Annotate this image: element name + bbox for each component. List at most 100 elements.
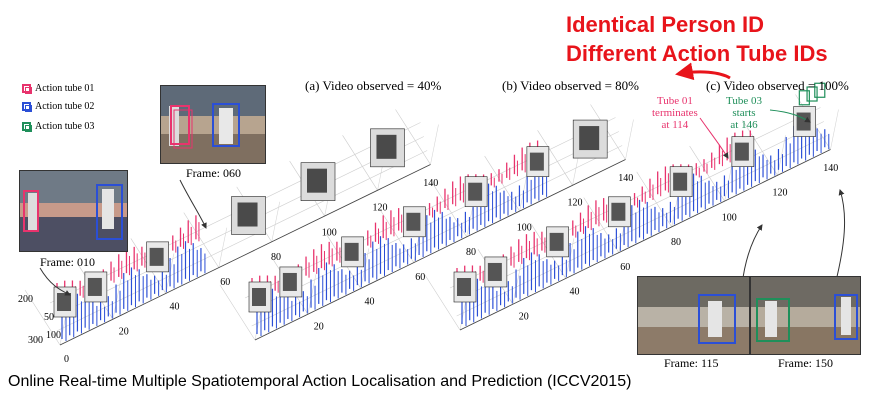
frame-010-arrow	[39, 267, 71, 296]
thumbnail-content	[87, 277, 102, 296]
panel-b-title: (b) Video observed = 80%	[502, 78, 640, 93]
grid-line	[449, 107, 821, 289]
frame-thumbnail	[793, 106, 816, 137]
frame-axis	[59, 164, 431, 346]
frame-tick-label: 60	[415, 272, 425, 283]
grid-line	[590, 104, 626, 160]
frame-060-image	[160, 85, 266, 164]
legend-label: Action tube 03	[35, 121, 95, 132]
tube03-annotation-arrow	[769, 109, 811, 123]
thumbnail-content	[734, 142, 749, 161]
y-tick-label: 300	[28, 335, 43, 346]
grid-line	[342, 135, 378, 191]
headline-line2: Different Action Tube IDs	[566, 41, 828, 66]
frame-thumbnail	[146, 241, 169, 273]
grid-line	[244, 117, 616, 299]
grid-line	[395, 109, 431, 165]
tube03-box	[806, 86, 818, 102]
grid-line	[424, 274, 461, 331]
frame-tick-label: 60	[220, 277, 230, 288]
grid-line	[183, 212, 220, 268]
frame-tick-label: 100	[322, 227, 337, 238]
grid-line	[218, 227, 228, 268]
frame-tick-label: 80	[671, 237, 681, 248]
frame-060-arrow	[179, 179, 207, 229]
frame-tick-label: 120	[373, 203, 388, 214]
figure-caption: Online Real-time Multiple Spatiotemporal…	[8, 373, 632, 390]
frame-tick-label: 20	[119, 326, 129, 337]
thumbnail-content	[237, 202, 258, 227]
thumbnail-content	[673, 172, 688, 191]
panel-a-title: (a) Video observed = 40%	[305, 78, 442, 93]
tick-layer: 2040608010012014020406080100120140204060…	[18, 163, 838, 365]
frame-tick-label: 120	[568, 198, 583, 209]
tube02-swatch	[22, 102, 32, 112]
tube03-starts-note: Tube 03 starts at 146	[726, 95, 762, 131]
grid-line	[431, 181, 467, 238]
y-tick-label: 200	[18, 294, 33, 305]
thumbnail-content	[579, 126, 600, 151]
grid-line	[742, 120, 778, 176]
legend-item-tube01: Action tube 01	[22, 83, 94, 94]
future-frame-thumbnail	[231, 196, 266, 235]
fencing-scene	[751, 277, 860, 354]
frame-150-label: Frame: 150	[778, 356, 833, 370]
frame-150-image	[750, 276, 861, 355]
thumbnail-content	[549, 232, 564, 251]
frame-115-label: Frame: 115	[664, 356, 719, 370]
frame-thumbnail	[608, 196, 631, 228]
frame-thumbnail	[669, 166, 693, 198]
frame-thumbnail	[341, 236, 364, 268]
frame-tick-label: 60	[620, 262, 630, 273]
thumbnail-content	[252, 288, 266, 306]
grid-line	[512, 264, 522, 305]
frame-tick-label: 40	[365, 297, 375, 308]
frame-thumbnail	[526, 146, 550, 177]
tube01-terminates-note: Tube 01 terminates at 114	[652, 95, 698, 131]
frame-tick-label: 120	[773, 188, 788, 199]
frame-thumbnail	[279, 266, 303, 298]
legend-label: Action tube 02	[35, 101, 95, 112]
thumbnail-content	[344, 242, 359, 261]
frame-tick-label: 140	[823, 163, 838, 174]
grid-line	[248, 131, 619, 313]
grid-line	[24, 289, 61, 346]
tube01-annotation-arrow	[699, 117, 729, 159]
thumbnail-layer	[53, 106, 816, 318]
frame-tick-label: 80	[466, 247, 476, 258]
frame-010-label: Frame: 010	[40, 255, 95, 269]
future-frame-thumbnail	[370, 128, 405, 168]
thumbnail-content	[282, 272, 297, 291]
frame-thumbnail	[53, 286, 77, 318]
frame-tick-label: 40	[170, 302, 180, 313]
frame-tick-label: 140	[618, 173, 633, 184]
grid-line	[537, 130, 573, 186]
grid-line	[453, 121, 824, 303]
y-tick-label: 0	[64, 354, 69, 365]
fencing-scene	[20, 171, 127, 251]
tube03-box	[814, 82, 826, 98]
headline-line1: Identical Person ID	[566, 12, 765, 37]
future-frame-thumbnail	[572, 119, 608, 159]
tube03-box	[798, 90, 810, 106]
frame-150-arrow	[834, 189, 846, 286]
grid-line	[56, 150, 428, 332]
frame-060-label: Frame: 060	[186, 166, 241, 180]
frame-010-image	[19, 170, 128, 252]
grid-line	[307, 274, 317, 315]
thumbnail-content	[611, 202, 626, 221]
thumbnail-content	[487, 262, 502, 281]
future-frame-thumbnail	[300, 162, 336, 201]
thumbnail-content	[57, 293, 71, 311]
legend-label: Action tube 01	[35, 83, 95, 94]
grid-line	[219, 284, 256, 341]
frame-thumbnail	[453, 271, 477, 303]
grid-line	[456, 135, 828, 317]
frame-axis	[459, 149, 831, 331]
grid-line	[112, 279, 122, 320]
grid-line	[830, 109, 839, 150]
frame-tick-label: 100	[517, 222, 532, 233]
frame-tick-label: 100	[722, 212, 737, 223]
